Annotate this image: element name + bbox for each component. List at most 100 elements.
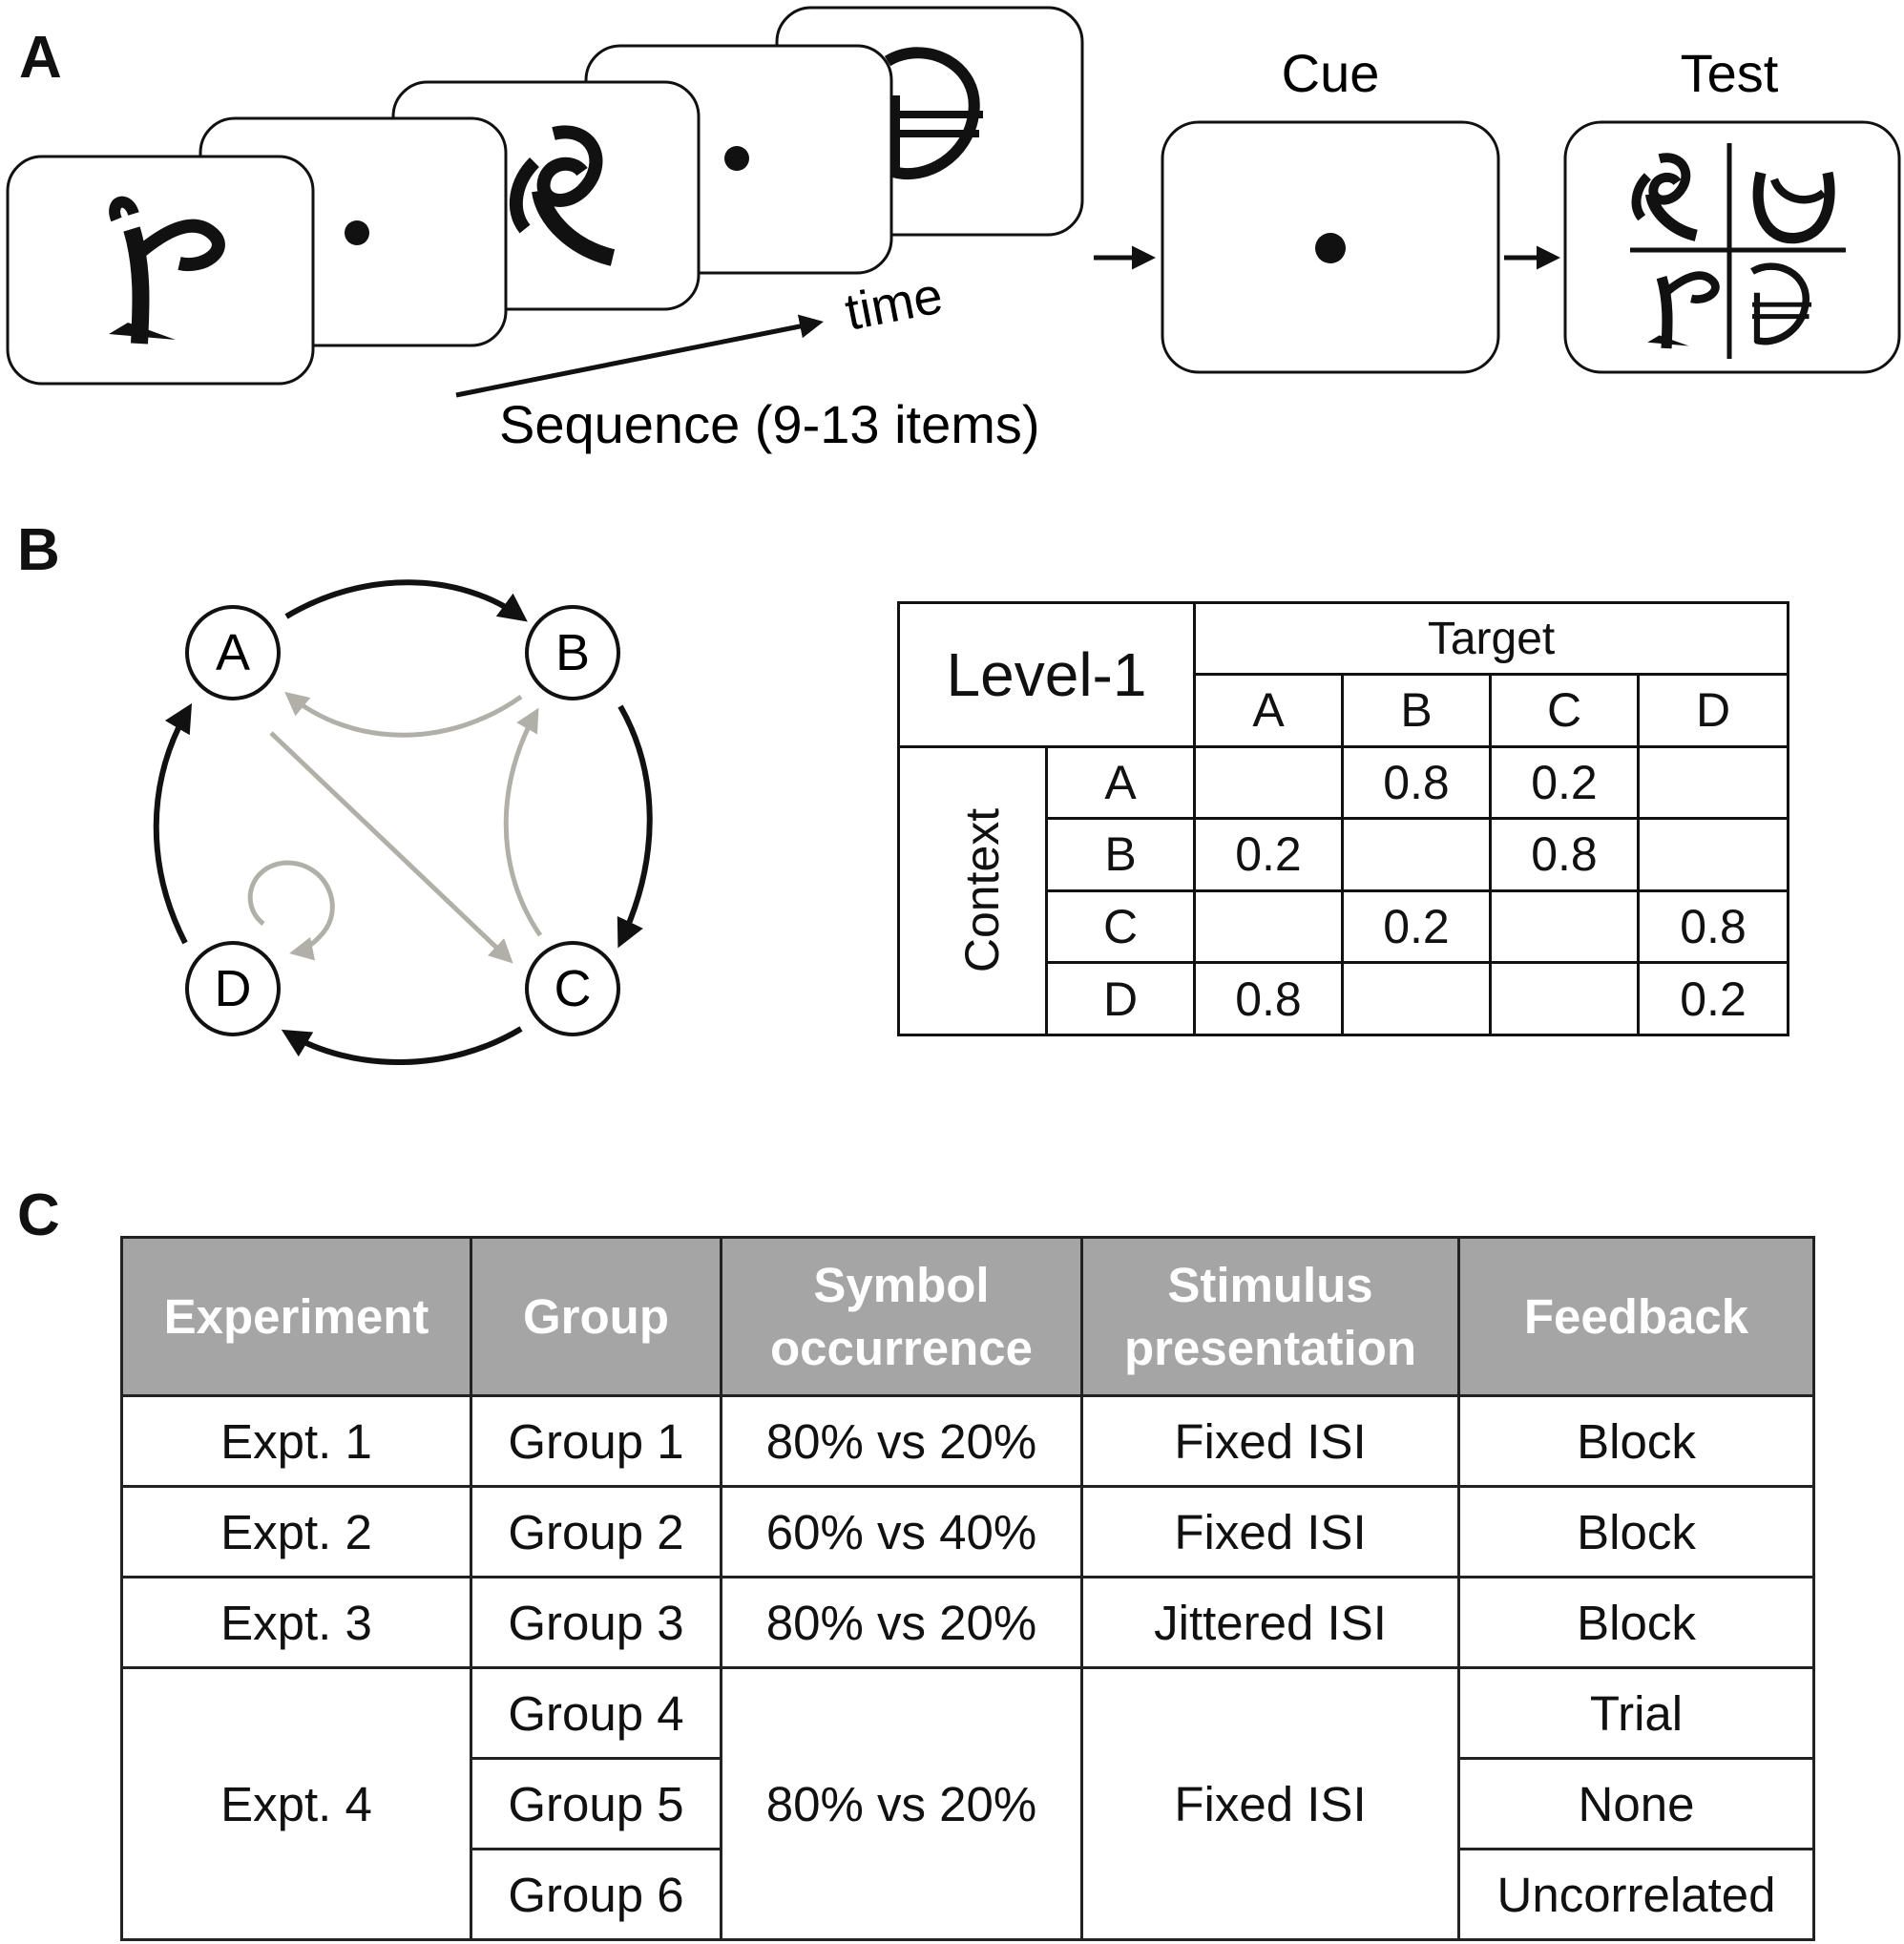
matrix-row: C 0.2 0.8	[899, 888, 1790, 965]
matrix-cell: 0.8	[1489, 817, 1640, 892]
cell-occurrence: 80% vs 20%	[720, 1666, 1083, 1941]
cell-experiment: Expt. 1	[120, 1394, 472, 1488]
matrix-context-header: Context	[897, 744, 1048, 1037]
matrix-row: B 0.2 0.8	[899, 817, 1790, 892]
table-row: Group 5 None	[122, 1757, 1815, 1850]
symbol-stimulus-icon	[884, 47, 983, 180]
matrix-cell	[1341, 961, 1492, 1036]
edge-b-to-c	[617, 704, 653, 949]
matrix-target-d: D	[1636, 673, 1790, 748]
symbol-stimulus-icon	[509, 125, 616, 266]
matrix-cell	[1489, 888, 1640, 965]
sequence-card-1	[6, 155, 315, 386]
svg-text:B: B	[555, 624, 590, 681]
table-row: Group 6 Uncorrelated	[122, 1848, 1815, 1941]
symbol-stimulus-icon	[109, 196, 225, 345]
cell-group: Group 4	[470, 1666, 722, 1760]
matrix-cell	[1489, 961, 1640, 1036]
edge-a-to-b	[284, 579, 528, 622]
header-experiment: Experiment	[120, 1236, 472, 1397]
table-row: Expt. 3 Group 3 80% vs 20% Jittered ISI …	[120, 1576, 1815, 1669]
time-arrow	[455, 314, 824, 398]
cell-feedback: Block	[1457, 1576, 1815, 1669]
header-group: Group	[470, 1236, 722, 1397]
graph-node-c: C	[525, 941, 620, 1036]
matrix-context-b: B	[1045, 817, 1196, 892]
fixation-dot	[345, 220, 369, 245]
matrix-context-a: A	[1045, 744, 1196, 821]
test-label: Test	[1681, 43, 1779, 103]
matrix-level-label: Level-1	[897, 601, 1196, 748]
cell-group: Group 6	[470, 1848, 722, 1941]
matrix-target-b: B	[1341, 673, 1492, 748]
cell-presentation: Fixed ISI	[1080, 1485, 1460, 1578]
cue-label: Cue	[1282, 43, 1380, 103]
test-option-bottom-left-icon	[1647, 271, 1720, 349]
edge-d-to-d	[247, 860, 335, 961]
cell-occurrence: 80% vs 20%	[720, 1576, 1083, 1669]
test-option-top-right-icon	[1752, 171, 1835, 244]
matrix-cell	[1193, 744, 1344, 821]
table-row: Expt. 2 Group 2 60% vs 40% Fixed ISI Blo…	[120, 1485, 1815, 1578]
cell-presentation: Fixed ISI	[1080, 1666, 1460, 1941]
cell-experiment: Expt. 4	[120, 1666, 472, 1941]
cell-group: Group 2	[470, 1485, 722, 1578]
panel-label-a: A	[19, 25, 62, 91]
matrix-target-a: A	[1193, 673, 1344, 748]
test-card	[1563, 120, 1901, 374]
matrix-cell: 0.2	[1341, 888, 1492, 965]
matrix-cell: 0.8	[1341, 744, 1492, 821]
cell-presentation: Jittered ISI	[1080, 1576, 1460, 1669]
cell-occurrence: 60% vs 40%	[720, 1485, 1083, 1578]
cell-group: Group 5	[470, 1757, 722, 1850]
matrix-context-d: D	[1045, 961, 1196, 1036]
cell-feedback: None	[1457, 1757, 1815, 1850]
edge-b-to-a	[284, 691, 523, 738]
matrix-cell	[1636, 817, 1790, 892]
svg-text:A: A	[216, 624, 250, 681]
table-row: Expt. 4 Group 4 80% vs 20% Fixed ISI Tri…	[120, 1666, 1815, 1941]
edge-c-to-d	[281, 1026, 523, 1065]
cell-feedback: Trial	[1457, 1666, 1815, 1760]
cell-feedback: Block	[1457, 1394, 1815, 1488]
edge-c-to-b	[503, 707, 543, 937]
cue-card	[1161, 120, 1500, 374]
matrix-context-c: C	[1045, 888, 1196, 965]
cell-feedback: Uncorrelated	[1457, 1848, 1815, 1941]
matrix-cell: 0.2	[1636, 961, 1790, 1036]
svg-text:D: D	[215, 960, 252, 1017]
header-feedback: Feedback	[1457, 1236, 1815, 1397]
panel-label-b: B	[17, 517, 60, 583]
cell-experiment: Expt. 2	[120, 1485, 472, 1578]
cell-occurrence: 80% vs 20%	[720, 1394, 1083, 1488]
state-transition-graph: A B C D	[153, 579, 653, 1065]
transition-matrix: Level-1 Target A B C D Context A 0.8 0.2…	[897, 601, 1790, 1037]
matrix-cell	[1636, 744, 1790, 821]
edge-a-to-c	[269, 731, 513, 964]
matrix-cell	[1341, 817, 1492, 892]
fixation-dot	[724, 146, 749, 171]
matrix-target-c: C	[1489, 673, 1640, 748]
matrix-cell: 0.8	[1193, 961, 1344, 1036]
table-row: Expt. 1 Group 1 80% vs 20% Fixed ISI Blo…	[120, 1394, 1815, 1488]
cell-group: Group 1	[470, 1394, 722, 1488]
cell-feedback: Block	[1457, 1485, 1815, 1578]
matrix-cell: 0.8	[1636, 888, 1790, 965]
graph-node-a: A	[185, 605, 281, 700]
sequence-label: Sequence (9-13 items)	[499, 394, 1040, 454]
cell-presentation: Fixed ISI	[1080, 1394, 1460, 1488]
panel-a-diagram: time Sequence (9-13 items) Cue Test	[6, 6, 1901, 454]
matrix-cell: 0.2	[1489, 744, 1640, 821]
test-option-bottom-right-icon	[1750, 262, 1812, 345]
panel-label-c: C	[17, 1182, 60, 1248]
test-option-top-left-icon	[1631, 153, 1698, 241]
matrix-cell: 0.2	[1193, 817, 1344, 892]
matrix-cell	[1193, 888, 1344, 965]
matrix-target-header: Target	[1192, 601, 1790, 676]
cell-group: Group 3	[470, 1576, 722, 1669]
time-label: time	[841, 266, 948, 341]
